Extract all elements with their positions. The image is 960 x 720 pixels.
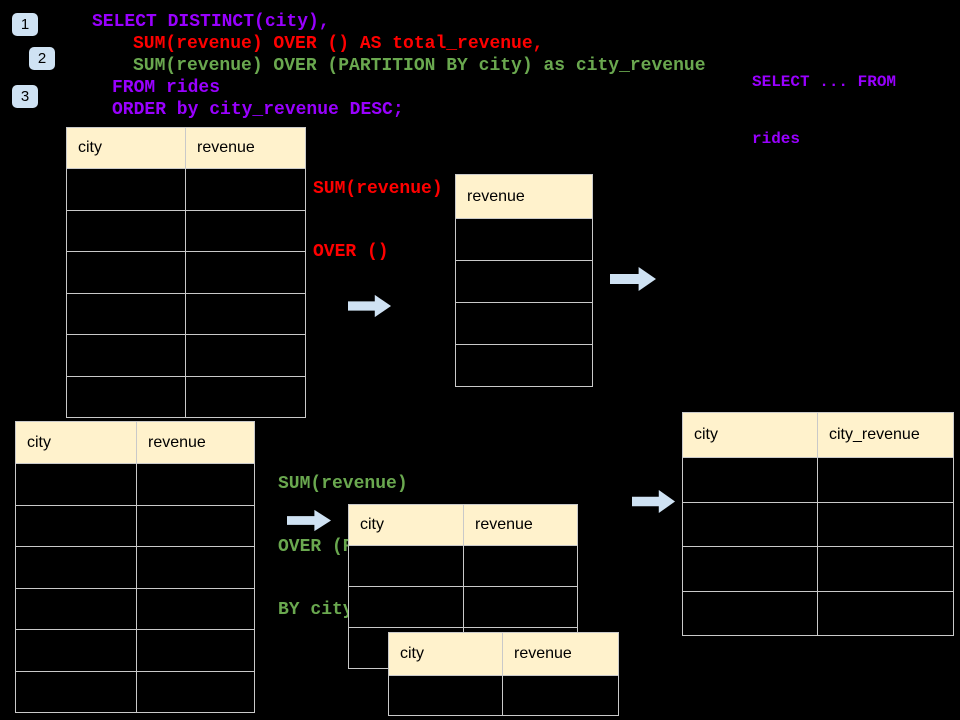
- table-cell: [818, 591, 954, 636]
- arrow-right-icon: [348, 294, 392, 318]
- table-cell: [16, 588, 137, 630]
- table-cell: [503, 676, 619, 716]
- table-cell: [818, 458, 954, 503]
- table-cell: [186, 169, 306, 211]
- side-note: SELECT ... FROM rides: [752, 35, 896, 187]
- table-cell: [186, 252, 306, 294]
- step-badge-3: 3: [12, 85, 38, 108]
- table-cell: [137, 464, 255, 506]
- table-cell: [137, 588, 255, 630]
- arrow-right-icon: [632, 489, 676, 514]
- table-cell: [16, 547, 137, 589]
- table-cell: [67, 335, 186, 377]
- source-table-bottom: city revenue: [15, 421, 255, 713]
- arrow-right-icon: [287, 509, 332, 532]
- table-cell: [16, 464, 137, 506]
- table-cell: [67, 293, 186, 335]
- partition-overlay-table: city revenue: [388, 632, 619, 716]
- sql-line-from: FROM rides: [112, 78, 221, 98]
- table-cell: [456, 345, 593, 387]
- partition-annotation-line-1: SUM(revenue): [278, 474, 408, 494]
- column-header-revenue: revenue: [137, 422, 255, 464]
- sql-line-select: SELECT DISTINCT(city),: [92, 12, 330, 32]
- table-cell: [818, 547, 954, 592]
- total-revenue-annotation: SUM(revenue) OVER (): [313, 137, 443, 305]
- table-cell: [186, 210, 306, 252]
- table-cell: [137, 505, 255, 547]
- column-header-city: city: [389, 633, 503, 676]
- table-cell: [349, 546, 464, 587]
- table-cell: [16, 505, 137, 547]
- total-annotation-line-2: OVER (): [313, 242, 389, 262]
- source-table-top: city revenue: [66, 127, 306, 418]
- sql-line-order: ORDER by city_revenue DESC;: [112, 100, 404, 120]
- table-cell: [683, 458, 818, 503]
- table-cell: [818, 502, 954, 547]
- side-note-line-2: rides: [752, 130, 801, 148]
- table-cell: [67, 169, 186, 211]
- table-cell: [67, 210, 186, 252]
- table-cell: [456, 261, 593, 303]
- table-cell: [16, 630, 137, 672]
- table-cell: [137, 547, 255, 589]
- arrow-right-icon: [610, 266, 657, 292]
- column-header-revenue: revenue: [503, 633, 619, 676]
- table-cell: [389, 676, 503, 716]
- sql-line-total: SUM(revenue) OVER () AS total_revenue,: [133, 34, 544, 54]
- table-cell: [186, 376, 306, 418]
- table-cell: [683, 547, 818, 592]
- table-cell: [186, 293, 306, 335]
- sql-line-partition: SUM(revenue) OVER (PARTITION BY city) as…: [133, 56, 706, 76]
- step-badge-2: 2: [29, 47, 55, 70]
- total-revenue-result-table: revenue: [455, 174, 593, 387]
- column-header-revenue: revenue: [456, 175, 593, 219]
- table-cell: [349, 587, 464, 628]
- side-note-line-1: SELECT ... FROM: [752, 73, 897, 91]
- table-cell: [456, 303, 593, 345]
- column-header-revenue: revenue: [464, 505, 578, 546]
- table-cell: [464, 587, 578, 628]
- column-header-city: city: [16, 422, 137, 464]
- table-cell: [186, 335, 306, 377]
- column-header-city: city: [683, 413, 818, 458]
- step-badge-1: 1: [12, 13, 38, 36]
- table-cell: [67, 376, 186, 418]
- table-cell: [683, 502, 818, 547]
- table-cell: [16, 671, 137, 713]
- column-header-city: city: [349, 505, 464, 546]
- table-cell: [683, 591, 818, 636]
- column-header-city-revenue: city_revenue: [818, 413, 954, 458]
- column-header-city: city: [67, 128, 186, 169]
- table-cell: [137, 630, 255, 672]
- table-cell: [137, 671, 255, 713]
- table-cell: [464, 546, 578, 587]
- column-header-revenue: revenue: [186, 128, 306, 169]
- final-result-table: city city_revenue: [682, 412, 954, 636]
- table-cell: [456, 219, 593, 261]
- table-cell: [67, 252, 186, 294]
- total-annotation-line-1: SUM(revenue): [313, 179, 443, 199]
